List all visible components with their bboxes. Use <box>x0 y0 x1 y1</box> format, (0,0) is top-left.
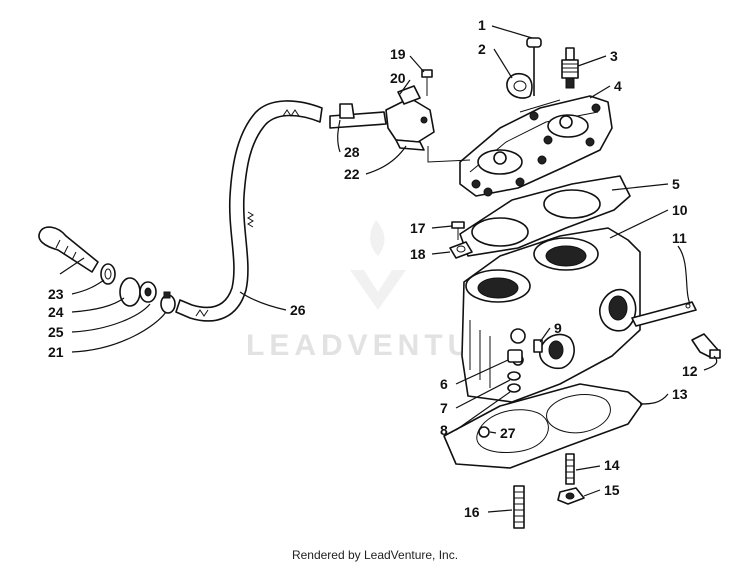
leader-lines <box>59 25 718 513</box>
callout-5: 5 <box>672 176 680 192</box>
callout-1: 1 <box>478 17 486 33</box>
callout-21: 21 <box>48 344 64 360</box>
callout-3: 3 <box>610 48 618 64</box>
bolt-19 <box>421 69 433 96</box>
callout-13: 13 <box>672 386 688 402</box>
fuel-hose <box>175 100 323 322</box>
callout-25: 25 <box>48 324 64 340</box>
callout-8: 8 <box>440 422 448 438</box>
washer-7 <box>507 371 521 381</box>
head-bracket-line <box>427 99 561 163</box>
nut-15 <box>557 487 585 505</box>
footer-credit: Rendered by LeadVenture, Inc. <box>291 548 459 562</box>
head-gasket-5 <box>459 175 631 257</box>
callout-15: 15 <box>604 482 620 498</box>
base-gasket-13 <box>443 383 643 469</box>
bracket-11 <box>631 301 697 327</box>
cylinder-block-10 <box>461 227 641 403</box>
callout-17: 17 <box>410 220 426 236</box>
callout-labels: 1 2 3 4 5 6 7 8 9 10 11 12 13 14 15 16 1… <box>48 17 698 520</box>
nipple-fitting-12 <box>691 333 721 359</box>
callout-26: 26 <box>290 302 306 318</box>
bolt-1 <box>526 37 542 96</box>
callout-24: 24 <box>48 304 64 320</box>
callout-28: 28 <box>344 144 360 160</box>
spacer-18 <box>449 241 473 259</box>
callout-7: 7 <box>440 400 448 416</box>
cylinder-head-4 <box>459 95 613 197</box>
callout-9: 9 <box>554 320 562 336</box>
leadventure-logo-icon <box>350 220 406 310</box>
callout-18: 18 <box>410 246 426 262</box>
washer-2 <box>506 72 533 99</box>
hose-fitting-23 <box>38 226 99 273</box>
callout-14: 14 <box>604 457 620 473</box>
bolt-9 <box>533 339 543 353</box>
fuel-pump-20 <box>329 85 435 143</box>
callout-6: 6 <box>440 376 448 392</box>
callout-19: 19 <box>390 46 406 62</box>
callout-11: 11 <box>672 230 687 246</box>
o-ring-27 <box>478 426 490 438</box>
nut-25 <box>119 277 157 307</box>
spark-plug-3 <box>561 47 579 89</box>
callout-4: 4 <box>614 78 622 94</box>
hose-clamp-21 <box>160 291 176 314</box>
callout-22: 22 <box>344 166 360 182</box>
callout-2: 2 <box>478 41 486 57</box>
fitting-6 <box>507 349 523 363</box>
stud-14 <box>565 453 575 485</box>
seal-8 <box>507 383 521 393</box>
callout-27: 27 <box>500 425 516 441</box>
callout-20: 20 <box>390 70 406 86</box>
stud-16 <box>513 485 525 529</box>
callout-16: 16 <box>464 504 480 520</box>
callout-12: 12 <box>682 363 698 379</box>
gasket-22 <box>395 139 425 151</box>
callout-23: 23 <box>48 286 64 302</box>
callout-10: 10 <box>672 202 688 218</box>
washer-24 <box>100 263 116 285</box>
bolt-17 <box>451 221 465 240</box>
